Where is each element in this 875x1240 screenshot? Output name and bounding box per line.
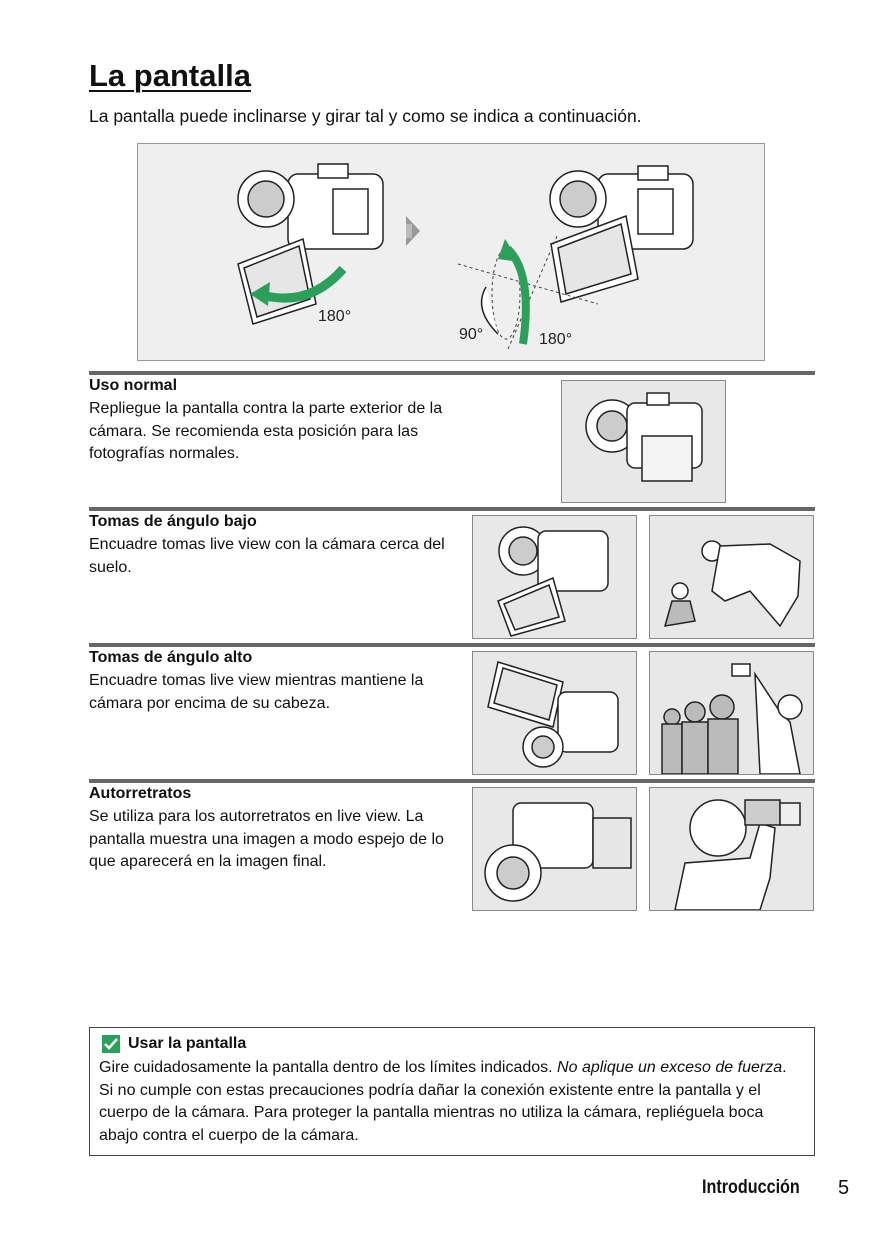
section-body-selfie: Se utiliza para los autorretratos en liv… [89,808,444,870]
section-divider [89,779,815,783]
section-title-high-angle: Tomas de ángulo alto [89,649,253,666]
note-body: Gire cuidadosamente la pantalla dentro d… [99,1057,804,1147]
section-body-low-angle: Encuadre tomas live view con la cámara c… [89,536,445,576]
note-box: Usar la pantalla Gire cuidadosamente la … [89,1027,815,1156]
section-divider [89,507,815,511]
intro-text: La pantalla puede inclinarse y girar tal… [89,106,642,126]
page-number: 5 [838,1177,850,1199]
section-divider [89,371,815,375]
note-emphasis: No aplique un exceso de fuerza [557,1059,783,1076]
angle-label-90: 90° [459,326,483,343]
angle-label-180-right: 180° [539,331,572,348]
angle-label-180-left: 180° [318,308,351,325]
page-title: La pantalla [89,58,251,93]
rotation-diagram: 180° 90° 180° [137,143,765,361]
next-arrow-icon [406,216,420,246]
section-divider [89,643,815,647]
note-body-part: . Si no cumple con estas precauciones po… [99,1059,787,1144]
section-body-high-angle: Encuadre tomas live view mientras mantie… [89,672,424,712]
person-selfie-photo [649,787,814,911]
camera-selfie-photo [472,787,637,911]
section-title-low-angle: Tomas de ángulo bajo [89,513,257,530]
footer-section-name: Introducción [702,1177,800,1198]
note-body-part: Gire cuidadosamente la pantalla dentro d… [99,1059,558,1076]
person-high-angle-photo [649,651,814,775]
section-body-normal: Repliegue la pantalla contra la parte ex… [89,400,443,462]
camera-normal-photo [561,380,726,503]
camera-rotated-illustration [549,165,694,303]
person-low-angle-photo [649,515,814,639]
note-title: Usar la pantalla [128,1035,247,1052]
section-title-normal: Uso normal [89,377,178,394]
camera-low-angle-photo [472,515,637,639]
check-icon [102,1035,120,1053]
section-title-selfie: Autorretratos [89,785,192,802]
camera-high-angle-photo [472,651,637,775]
